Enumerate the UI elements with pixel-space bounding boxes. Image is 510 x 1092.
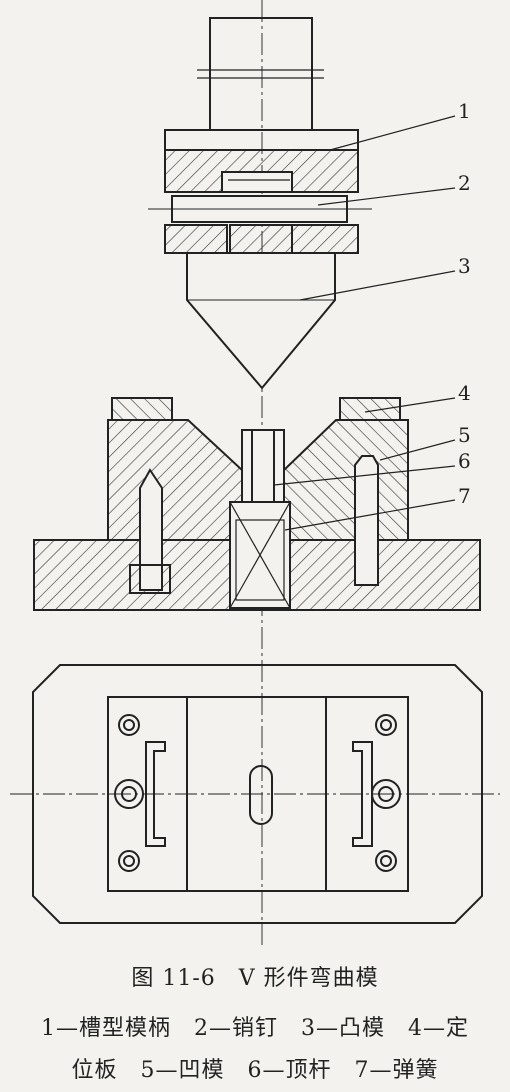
base-plate (33, 501, 481, 611)
legend-line-1: 1—槽型模柄 2—销钉 3—凸模 4—定 (41, 1016, 469, 1041)
legend-line-2: 位板 5—凹模 6—顶杆 7—弹簧 (71, 1058, 439, 1083)
figure-caption: 图 11-6 V 形件弯曲模 (131, 966, 379, 991)
pin (148, 195, 372, 223)
label-2: 2 (458, 171, 471, 195)
label-4: 4 (458, 381, 471, 405)
shank (197, 17, 324, 131)
channel-shank (164, 129, 359, 254)
locating-plate (111, 397, 401, 421)
v-bending-die-drawing: 1 2 3 4 5 6 7 (10, 0, 500, 945)
plan-view (10, 664, 500, 924)
label-1: 1 (458, 99, 471, 123)
part-labels: 1 2 3 4 5 6 7 (458, 99, 471, 508)
punch (186, 224, 336, 390)
label-5: 5 (458, 423, 471, 447)
label-7: 7 (458, 484, 471, 508)
left-screw (129, 468, 171, 594)
right-pin (354, 455, 379, 586)
label-3: 3 (458, 254, 471, 278)
ejector-pin (251, 429, 275, 503)
label-6: 6 (458, 449, 471, 473)
leader-lines (273, 115, 456, 531)
